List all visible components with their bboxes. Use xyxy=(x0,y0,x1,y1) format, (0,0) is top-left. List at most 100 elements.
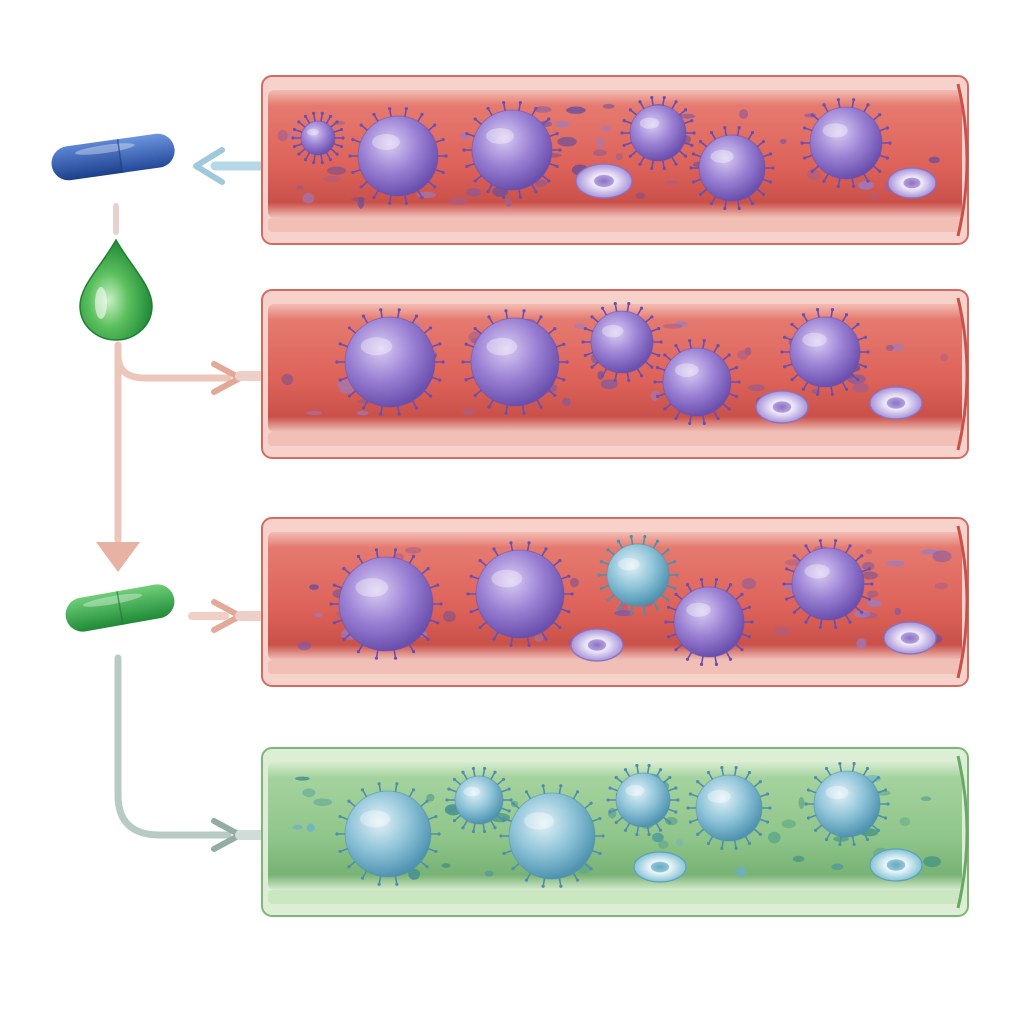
blood-particle xyxy=(894,607,902,616)
infected-cell xyxy=(466,541,574,647)
disc-cell xyxy=(883,621,937,655)
infected-cell xyxy=(291,111,345,165)
blood-particle xyxy=(650,390,660,402)
vessel-3 xyxy=(261,517,969,687)
healthy-cell xyxy=(597,534,679,616)
blood-particle xyxy=(309,584,319,590)
blood-particle xyxy=(449,197,468,206)
blood-particle xyxy=(867,590,879,598)
blood-particle xyxy=(741,578,757,590)
blood-particle xyxy=(856,638,867,649)
blood-particle xyxy=(302,192,315,204)
disc-cell xyxy=(633,851,687,883)
blood-particle xyxy=(339,386,356,394)
blood-particle xyxy=(885,344,894,351)
blood-particle xyxy=(866,599,882,607)
blood-particle xyxy=(748,384,766,392)
infected-cell xyxy=(780,308,870,396)
healthy-cell xyxy=(606,763,680,837)
blood-particle xyxy=(739,109,749,119)
blood-particle xyxy=(281,373,294,385)
healthy-cell xyxy=(686,766,772,850)
blood-particle xyxy=(923,856,941,868)
infected-cell xyxy=(581,301,663,383)
vessel-1 xyxy=(261,75,969,245)
blood-particle xyxy=(292,824,303,830)
blood-particle xyxy=(852,382,869,393)
blood-particle xyxy=(600,379,618,389)
blood-particle xyxy=(426,793,435,802)
blood-particle xyxy=(861,571,878,580)
healthy-cell xyxy=(445,766,513,834)
blood-particle xyxy=(831,863,844,871)
blood-particle xyxy=(466,187,482,197)
blood-particle xyxy=(443,610,456,623)
blood-particle xyxy=(858,181,874,190)
blood-particle xyxy=(870,192,878,200)
blood-particle xyxy=(569,577,579,588)
blood-particle xyxy=(351,197,366,202)
blood-particle xyxy=(533,106,552,113)
droplet-icon xyxy=(79,238,153,341)
blood-particle xyxy=(798,797,805,809)
blood-particle xyxy=(899,817,911,827)
blood-particle xyxy=(593,149,607,157)
blood-particle xyxy=(928,156,940,164)
blood-particle xyxy=(534,634,544,643)
infected-cell xyxy=(462,101,562,199)
blood-particle xyxy=(357,196,365,209)
blood-particle xyxy=(302,788,316,798)
blood-particle xyxy=(557,136,577,147)
blood-particle xyxy=(574,323,586,329)
infected-cell xyxy=(335,308,445,416)
blood-particle xyxy=(441,863,451,868)
blood-particle xyxy=(664,817,678,826)
blood-particle xyxy=(785,559,802,566)
blood-particle xyxy=(405,547,422,554)
blood-particle xyxy=(323,175,341,182)
blood-particle xyxy=(934,582,949,590)
disc-cell xyxy=(887,167,937,199)
blood-particle xyxy=(306,823,315,832)
capsule-icon xyxy=(65,584,175,632)
blood-particle xyxy=(566,106,586,114)
disc-cell xyxy=(570,628,624,662)
infected-cell xyxy=(800,98,892,188)
blood-particle xyxy=(932,550,952,563)
blood-particle xyxy=(602,103,615,109)
blood-particle xyxy=(408,868,420,880)
infected-cell xyxy=(329,548,443,660)
infected-cell xyxy=(689,126,775,210)
capsule-icon xyxy=(51,133,175,181)
blood-particle xyxy=(853,610,871,618)
blood-particle xyxy=(484,870,494,877)
disc-cell xyxy=(575,163,633,199)
blood-particle xyxy=(461,408,475,415)
vessel-4 xyxy=(261,747,969,917)
blood-particle xyxy=(614,610,634,617)
blood-particle xyxy=(920,796,932,801)
blood-particle xyxy=(680,113,695,119)
blood-particle xyxy=(652,832,664,843)
infected-cell xyxy=(461,309,569,415)
healthy-cell xyxy=(335,782,441,886)
blood-particle xyxy=(889,343,905,352)
blood-particle xyxy=(597,370,604,380)
blood-particle xyxy=(314,612,323,618)
blood-particle xyxy=(781,819,796,829)
blood-particle xyxy=(313,798,333,806)
blood-particle xyxy=(735,867,742,877)
blood-particle xyxy=(635,192,646,199)
blood-particle xyxy=(555,120,570,128)
infected-cell xyxy=(664,578,754,666)
blood-particle xyxy=(865,548,873,555)
disc-cell xyxy=(755,390,809,424)
blood-particle xyxy=(940,353,949,362)
disc-cell xyxy=(869,848,923,882)
healthy-cell xyxy=(804,762,890,846)
blood-particle xyxy=(662,323,683,329)
blood-particle xyxy=(535,179,547,187)
blood-particle xyxy=(676,839,684,847)
blood-vessels xyxy=(261,75,969,917)
